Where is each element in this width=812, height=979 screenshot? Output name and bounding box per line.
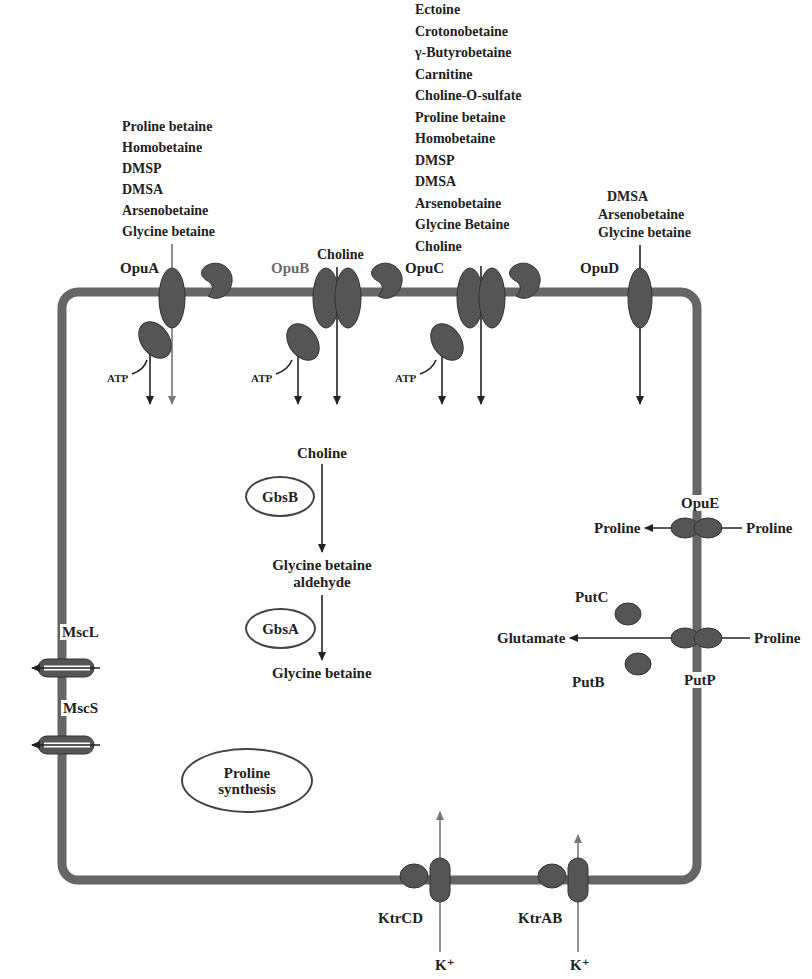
cell-membrane: [62, 292, 697, 880]
mechanosensitive-channel-arrows: [32, 668, 100, 745]
compound-label: DMSP: [122, 161, 162, 177]
compound-label: DMSA: [122, 182, 163, 198]
compound-label: Proline: [594, 520, 640, 536]
compound-label: Glycine betaine: [272, 665, 372, 681]
protein-name: OpuE: [681, 495, 719, 511]
compound-label: Proline: [754, 630, 800, 646]
compound-label: Arsenobetaine: [598, 207, 684, 223]
protein-label: MscS: [61, 700, 100, 716]
compound-label: Arsenobetaine: [122, 203, 208, 219]
protein-name: OpuC: [405, 260, 444, 276]
protein-label: MscL: [60, 624, 101, 640]
transport-arrows: [132, 244, 750, 952]
compound-label: Proline: [746, 520, 792, 536]
energy-label: ATP: [251, 372, 272, 385]
compound-label: Proline betaine: [415, 110, 505, 126]
protein-name: OpuA: [120, 260, 159, 276]
enzyme-oval: Proline synthesis: [181, 748, 313, 813]
protein-name: GbsB: [262, 489, 298, 505]
compound-label: Glycine Betaine: [415, 217, 510, 233]
compound-label: DMSP: [415, 153, 455, 169]
protein-name: PutP: [684, 672, 716, 688]
enzyme-oval: GbsA: [245, 608, 316, 649]
protein-name: OpuB: [271, 260, 309, 276]
compound-label: DMSA: [607, 189, 648, 205]
energy-label: ATP: [107, 372, 128, 385]
compound-label: Glycine betaine: [122, 224, 215, 240]
energy-label: ATP: [395, 372, 416, 385]
compound-label: Arsenobetaine: [415, 196, 501, 212]
protein-label: OpuA: [118, 260, 161, 276]
compound-label: Ectoine: [415, 2, 460, 18]
protein-label: OpuC: [403, 260, 446, 276]
protein-label: PutB: [570, 674, 607, 690]
protein-name: PutC: [575, 589, 608, 605]
compound-label: Homobetaine: [415, 131, 495, 147]
compound-label: Glycine betaine aldehyde: [252, 557, 392, 591]
compound-label: Glutamate: [497, 630, 565, 646]
protein-label: OpuB: [269, 260, 311, 276]
protein-label: PutC: [573, 589, 610, 605]
compound-label: Choline: [297, 445, 347, 461]
transport-proteins: [38, 263, 722, 902]
enzyme-oval: GbsB: [245, 476, 315, 517]
protein-label: OpuD: [578, 260, 621, 276]
compound-label: Glycine betaine: [598, 225, 691, 241]
compound-label: Homobetaine: [122, 140, 202, 156]
protein-name: KtrCD: [378, 910, 423, 926]
compound-label: γ-Butyrobetaine: [415, 45, 512, 61]
protein-label: OpuE: [679, 495, 721, 511]
protein-name: GbsA: [262, 621, 299, 637]
protein-name: MscL: [62, 624, 99, 640]
compound-label: K⁺: [570, 957, 590, 973]
compound-label: K⁺: [435, 957, 455, 973]
protein-label: KtrCD: [376, 910, 425, 926]
compound-label: Choline: [415, 239, 462, 255]
protein-name: OpuD: [580, 260, 619, 276]
protein-name: MscS: [63, 700, 98, 716]
compound-label: Crotonobetaine: [415, 24, 508, 40]
compound-label: Choline: [317, 247, 364, 263]
protein-name: PutB: [572, 674, 605, 690]
protein-name: Proline synthesis: [207, 765, 287, 797]
protein-label: PutP: [682, 672, 718, 688]
compound-label: Carnitine: [415, 67, 473, 83]
protein-name: KtrAB: [518, 910, 562, 926]
compound-label: DMSA: [415, 174, 456, 190]
protein-label: KtrAB: [516, 910, 564, 926]
compound-label: Proline betaine: [122, 119, 212, 135]
compound-label: Choline-O-sulfate: [415, 88, 522, 104]
